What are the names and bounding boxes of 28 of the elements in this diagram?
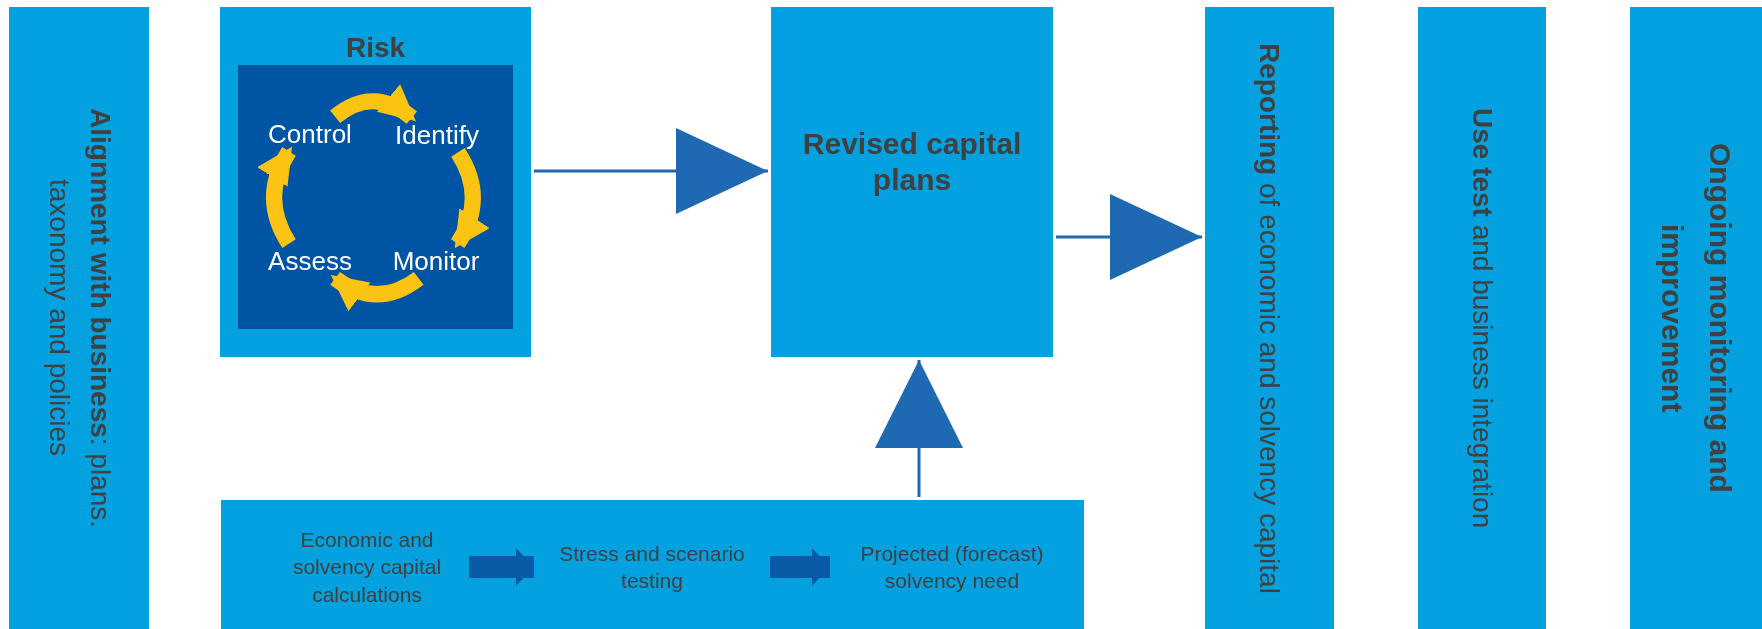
triangle-arrow [1056, 194, 1202, 280]
triangle-arrow [534, 128, 768, 214]
cycle-step-label: Control [268, 119, 352, 149]
column-text: Ongoing monitoring and improvement [1655, 142, 1738, 495]
cycle-arrow [330, 84, 417, 125]
cycle-step-label: Identify [395, 120, 479, 150]
cycle-step-label: Monitor [392, 246, 480, 276]
block-arrow [770, 548, 830, 586]
cycle-arrow [450, 148, 489, 249]
column-text: Reporting of economic and solvency capital [1253, 42, 1287, 594]
column-text: Use test and business integration [1465, 107, 1499, 529]
column-panel [1205, 7, 1334, 629]
process-box [771, 7, 1053, 357]
cycle-panel [238, 65, 513, 329]
step-label: Economic and solvency capital calculations [269, 526, 465, 608]
triangle-arrow [875, 360, 963, 497]
column-panel [1630, 7, 1762, 629]
step-label: Stress and scenario testing [538, 539, 766, 595]
risk-panel [220, 7, 531, 357]
step-label: Projected (forecast) solvency need [834, 539, 1070, 595]
block-arrow [469, 548, 534, 586]
cycle-arrow [257, 146, 296, 248]
column-panel [9, 7, 149, 629]
cycle-arrow [330, 271, 424, 311]
column-panel [1418, 7, 1546, 629]
cycle-step-label: Assess [268, 246, 352, 276]
process-panel [221, 500, 1084, 629]
box-title: Revised capital plans [801, 126, 1023, 198]
